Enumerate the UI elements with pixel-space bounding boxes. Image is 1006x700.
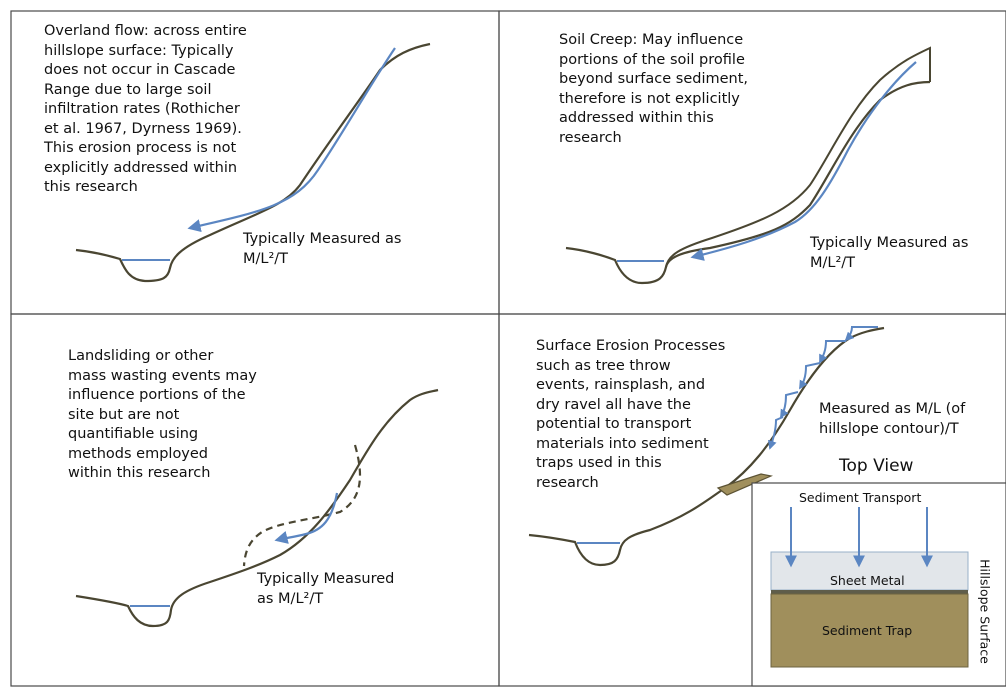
sheet-metal-label: Sheet Metal — [828, 573, 907, 588]
ravel-arrow — [799, 362, 821, 390]
soil-creep-zone — [665, 46, 931, 268]
measure-unit: as M/L²/T — [257, 590, 324, 607]
surface-erosion-description: Surface Erosion Processes such as tree t… — [536, 338, 726, 491]
sediment-trap-label: Sediment Trap — [822, 623, 913, 638]
overland-flow-description: Overland flow: across entire hillslope s… — [44, 23, 247, 195]
hillslope-profile — [75, 42, 431, 283]
trap-top-strip — [771, 590, 968, 594]
landslide-arrow — [274, 492, 339, 544]
soil-creep-arrow — [690, 61, 917, 261]
sediment-transport-arrows — [785, 507, 933, 568]
measure-unit: hillslope contour)/T — [819, 420, 959, 437]
soil-creep-measure: Typically Measured as M/L²/T — [810, 234, 968, 273]
ravel-arrow — [768, 416, 784, 450]
measure-unit: M/L²/T — [810, 254, 856, 271]
ravel-arrow — [780, 391, 799, 419]
sediment-trap-area — [770, 593, 969, 668]
soil-creep-graphic — [565, 46, 931, 285]
ravel-arrow — [819, 340, 846, 364]
landsliding-description: Landsliding or other mass wasting events… — [68, 348, 257, 481]
measure-unit: M/L²/T — [243, 250, 289, 267]
overland-flow-graphic — [75, 42, 431, 283]
landslide-scarp-dashed — [242, 444, 362, 567]
soil-creep-description: Soil Creep: May influence portions of th… — [559, 32, 749, 146]
sediment-trap-profile — [716, 473, 774, 496]
surface-erosion-graphic — [528, 326, 885, 567]
measure-prefix: Typically Measured as — [810, 235, 969, 251]
hillslope-surface-label: Hillslope Surface — [977, 559, 993, 664]
ravel-arrows — [768, 326, 878, 450]
landsliding-measure: Typically Measured as M/L²/T — [257, 570, 394, 609]
landsliding-graphic — [75, 388, 439, 628]
overland-flow-measure: Typically Measured as M/L²/T — [243, 230, 401, 269]
measure-prefix: Typically Measured as — [243, 231, 402, 247]
hillslope-profile — [528, 326, 885, 567]
surface-erosion-measure: Measured as M/L (of hillslope contour)/T — [819, 400, 965, 439]
ravel-arrow — [844, 326, 878, 342]
measure-prefix: Measured as M/L (of — [819, 401, 966, 417]
top-view-title: Top View — [839, 456, 914, 476]
measure-prefix: Typically Measured — [257, 571, 395, 587]
sediment-transport-label: Sediment Transport — [797, 490, 924, 505]
hillslope-profile — [75, 388, 439, 628]
overland-flow-arrow — [187, 47, 396, 233]
